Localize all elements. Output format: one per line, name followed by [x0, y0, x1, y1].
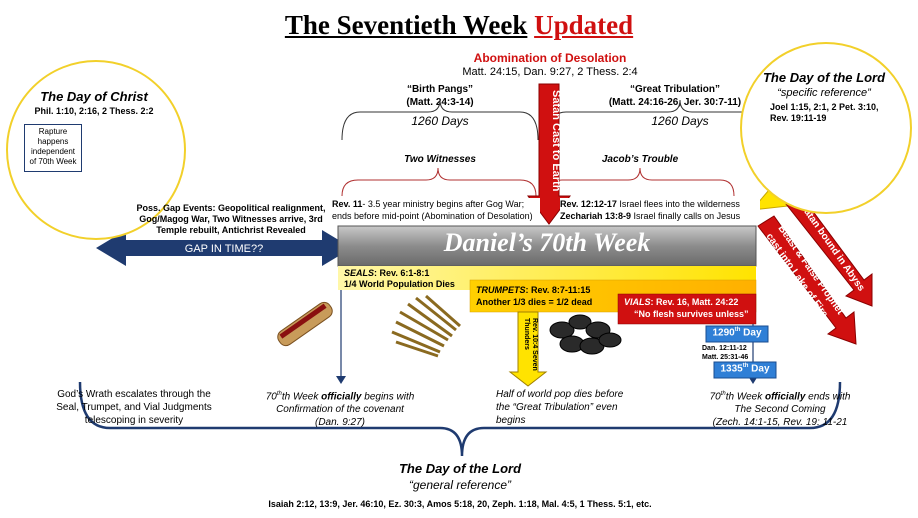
days-1290-refs: Dan. 12:11-12 Matt. 25:31-46 — [702, 345, 749, 361]
trumpets-text: TRUMPETS: Rev. 8:7-11:15 Another 1/3 die… — [476, 285, 593, 307]
day-of-lord-refs: Joel 1:15, 2:1, 2 Pet. 3:10, Rev. 19:11-… — [770, 102, 879, 123]
title-main: The Seventieth Week — [284, 10, 528, 40]
bottom-brace — [78, 381, 842, 457]
abomination-refs: Matt. 24:15, Dan. 9:27, 2 Thess. 2:4 — [462, 66, 638, 78]
gap-arrow — [96, 230, 352, 266]
general-sub: “general reference” — [408, 478, 512, 492]
bowls-image — [549, 314, 622, 355]
seals-text: SEALS: Rev. 6:1-8:1 1/4 World Population… — [344, 268, 455, 289]
jacobs-trouble-label: Jacob’s Trouble — [601, 154, 679, 165]
thunders-arrow — [508, 311, 548, 387]
day-of-lord-circle — [740, 42, 912, 214]
scroll-image — [277, 301, 333, 347]
daniel-title: Daniel’s 70th Week — [443, 228, 651, 257]
brace-jacobs-trouble — [547, 167, 735, 197]
beast-arrow — [757, 215, 857, 345]
satan-cast-text: Satan Cast to Earth — [550, 90, 562, 192]
general-refs: Isaiah 2:12, 13:9, Jer. 46:10, Ez. 30:3,… — [268, 499, 652, 509]
brace-two-witnesses — [341, 167, 537, 197]
great-trib-ref: (Matt. 24:16-26, Jer. 30:7-11) — [608, 97, 742, 108]
rev11-text: Rev. 11- 3.5 year ministry begins after … — [332, 198, 540, 222]
rev12-text: Rev. 12:12-17 Israel flees into the wild… — [560, 198, 760, 222]
rapture-note: Rapture happens independent of 70th Week — [24, 124, 82, 172]
satan-cast-arrow — [527, 83, 571, 225]
great-trib-days: 1260 Days — [651, 114, 709, 128]
general-title: The Day of the Lord — [398, 461, 522, 476]
title-updated: Updated — [534, 10, 634, 40]
ends-text: 70thth Week officially ends with The Sec… — [709, 391, 851, 429]
days-1290-box — [705, 325, 769, 343]
thunders-text: Rev. 10:4 Seven Thunders — [523, 318, 538, 371]
birth-pangs-label: “Birth Pangs” — [406, 84, 474, 95]
day-of-christ-refs: Phil. 1:10, 2:16, 2 Thess. 2:2 — [34, 106, 154, 116]
birth-pangs-days: 1260 Days — [411, 114, 469, 128]
abomination-title: Abomination of Desolation — [473, 51, 627, 65]
half-text: Half of world pop dies before the “Great… — [496, 389, 624, 426]
day-of-lord-sub: “specific reference” — [777, 87, 871, 99]
day-of-christ-title: The Day of Christ — [40, 89, 148, 104]
page-title: The Seventieth Week Updated — [0, 10, 918, 41]
wrath-text: God’s Wrath escalates through the Seal, … — [56, 389, 212, 426]
trumpets-image — [391, 294, 461, 358]
days-1290-label: 1290th Day — [712, 327, 762, 339]
gap-text: GAP IN TIME?? — [185, 243, 263, 255]
brace-birth-pangs — [341, 99, 539, 141]
begins-text: 70thth Week officially begins with Confi… — [265, 391, 415, 429]
two-witnesses-label: Two Witnesses — [404, 154, 476, 165]
great-trib-label: “Great Tribulation” — [629, 84, 720, 95]
vials-text: VIALS: Rev. 16, Matt. 24:22 “No flesh su… — [624, 297, 749, 319]
gap-events: Poss. Gap Events: Geopolitical realignme… — [136, 203, 326, 235]
day-of-lord-title: The Day of the Lord — [762, 70, 886, 85]
daniel-bar — [337, 225, 757, 267]
days-1335-box — [713, 361, 777, 379]
brace-great-trib — [547, 99, 761, 141]
days-1335-label: 1335th Day — [720, 363, 770, 375]
vials-bar — [617, 293, 757, 325]
